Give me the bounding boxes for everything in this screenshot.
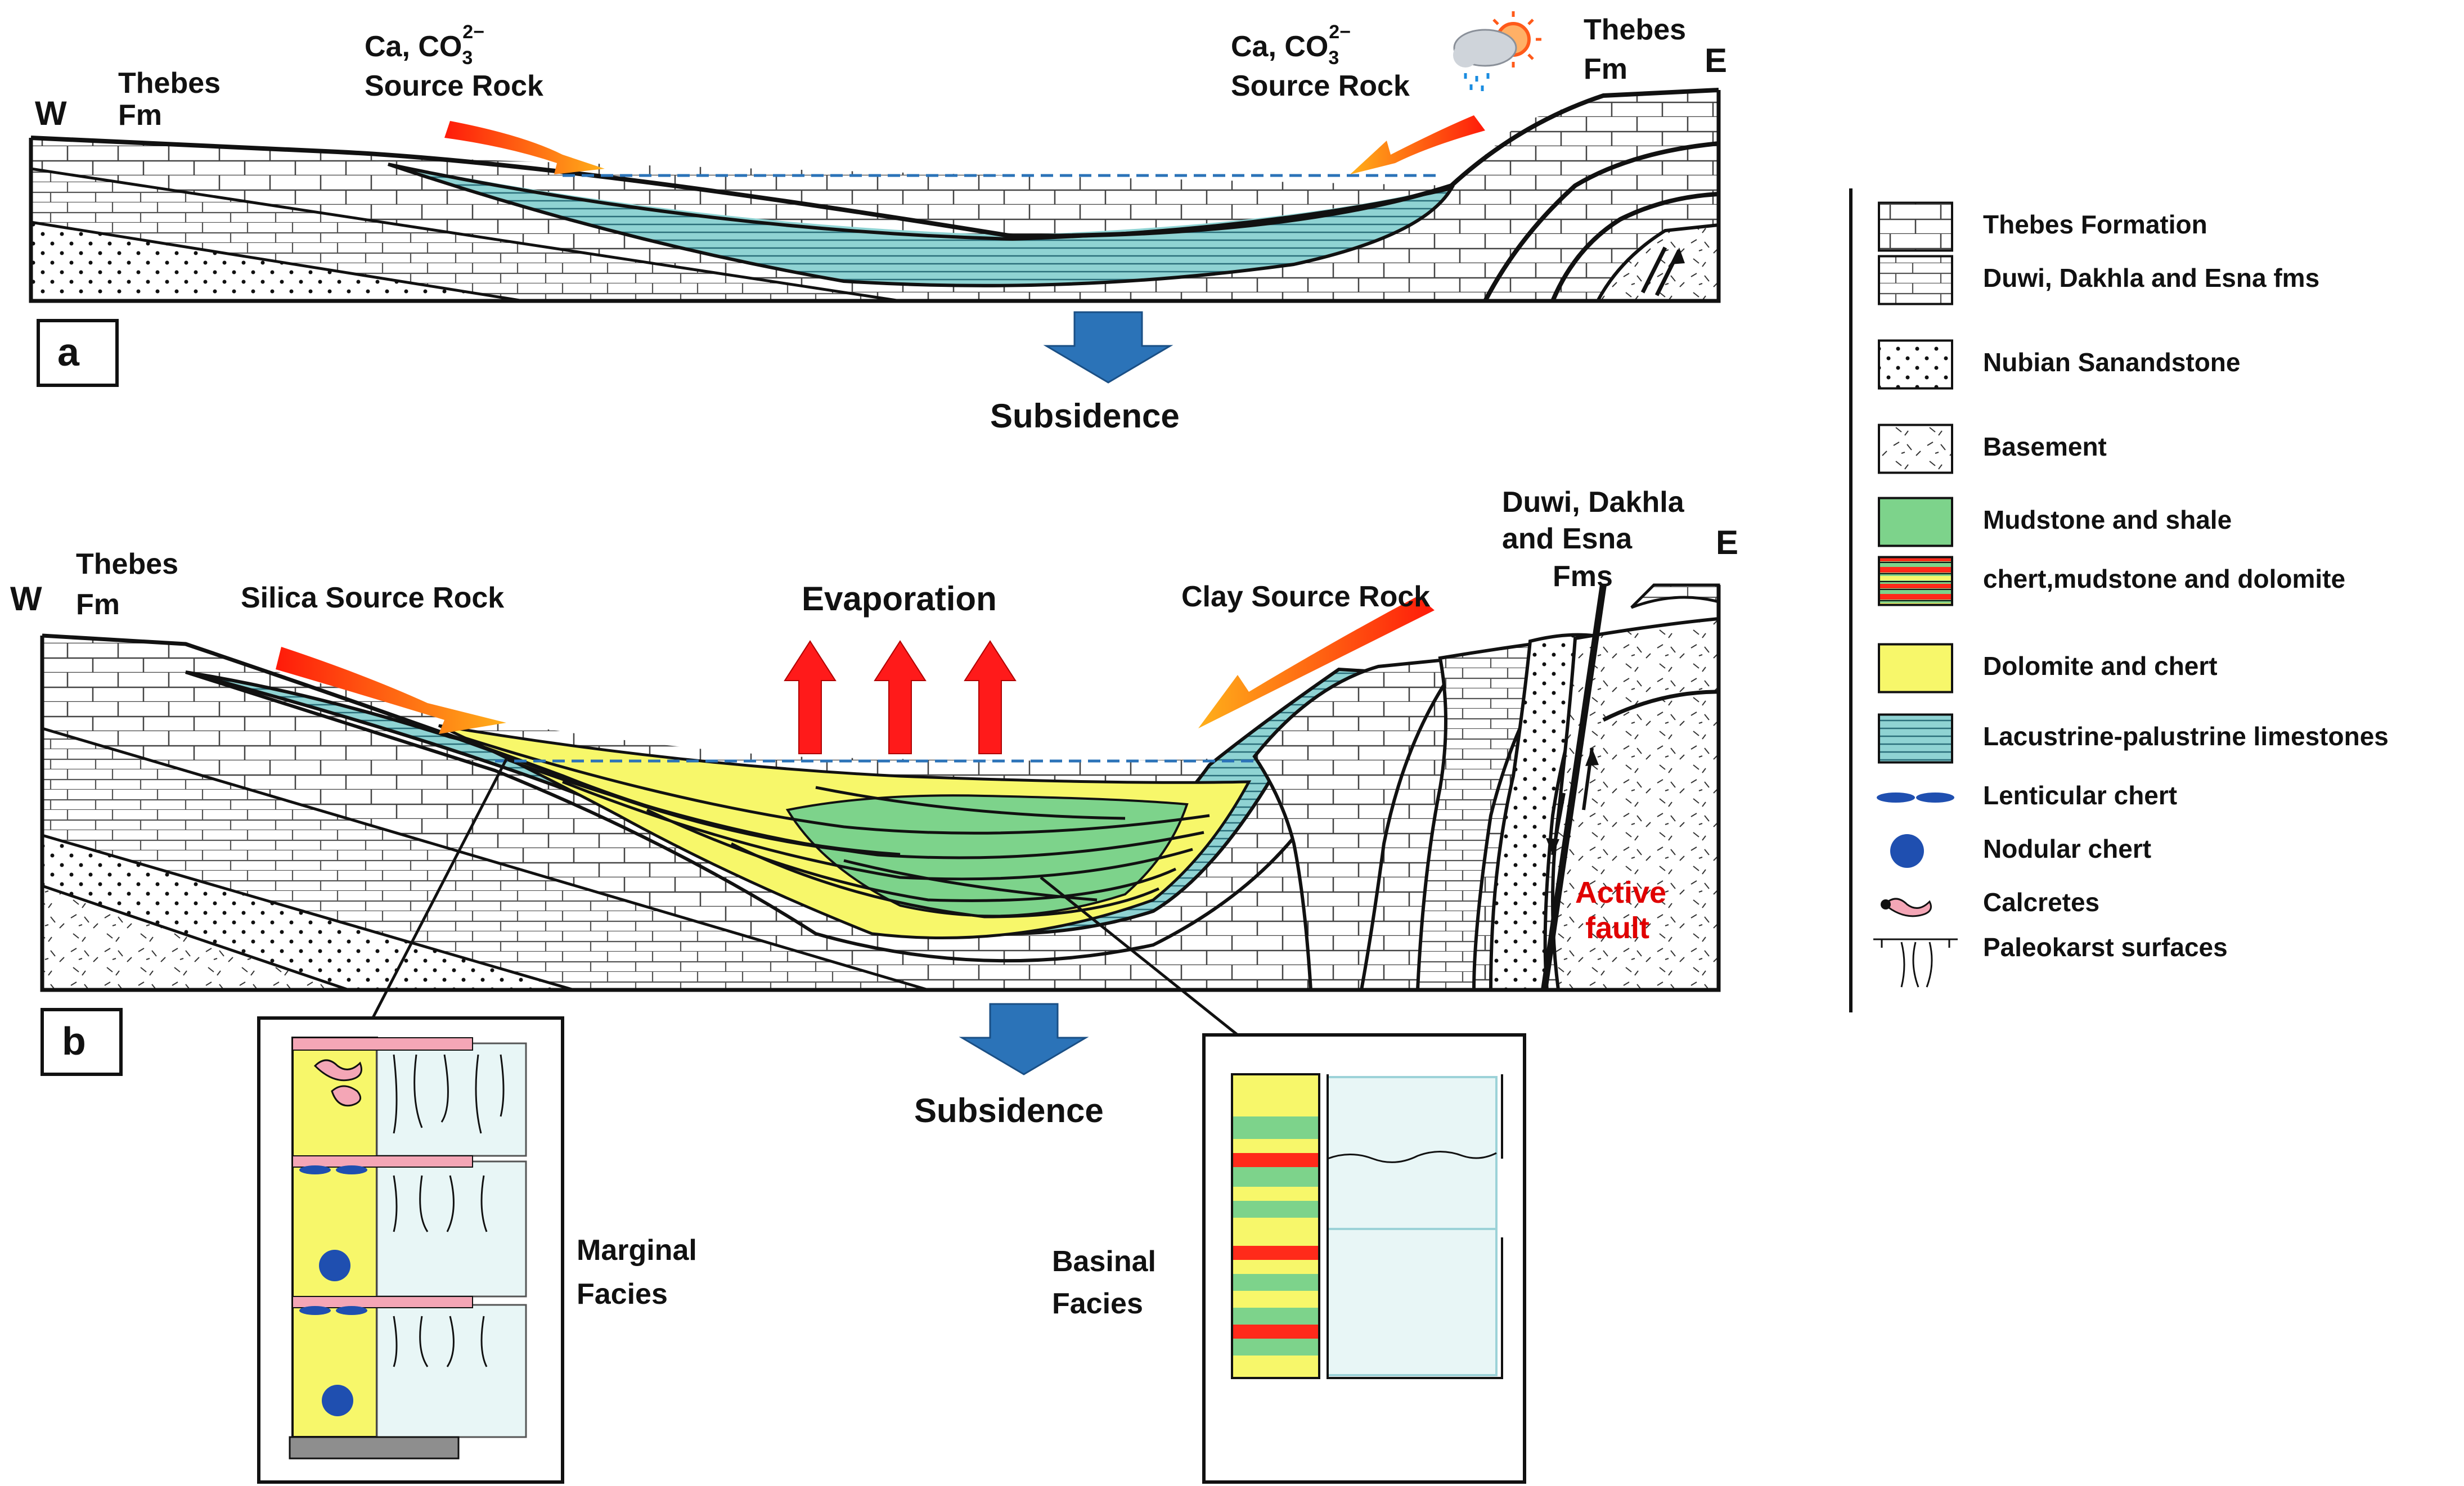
legend-label: Duwi, Dakhla and Esna fms bbox=[1983, 263, 2319, 292]
subsidence-arrow-b bbox=[959, 1003, 1089, 1075]
thebes-west-fm-b: Fm bbox=[76, 588, 120, 621]
legend-label: Lenticular chert bbox=[1983, 781, 2177, 810]
legend-item-nodular: Nodular chert bbox=[1890, 834, 2151, 868]
legend-label: Basement bbox=[1983, 432, 2107, 461]
evaporation-label: Evaporation bbox=[802, 580, 997, 618]
duwi-label-b1: Duwi, Dakhla bbox=[1502, 486, 1685, 519]
thebes-west-a: Thebes bbox=[118, 67, 221, 100]
silica-source-label: Silica Source Rock bbox=[241, 582, 504, 614]
clay-source-arrow bbox=[1198, 596, 1435, 728]
marginal-facies-label: Marginal bbox=[577, 1234, 697, 1267]
legend-item-thebes: Thebes Formation bbox=[1878, 201, 2207, 252]
panel-b: W E Thebes Fm Silica Source Rock Evapora… bbox=[10, 486, 1738, 1129]
subsidence-arrow-a bbox=[1043, 311, 1173, 384]
west-label-a: W bbox=[35, 94, 67, 132]
active-fault-label-2: fault bbox=[1585, 911, 1649, 945]
legend-label: Nodular chert bbox=[1983, 834, 2151, 863]
east-label-a: E bbox=[1705, 42, 1727, 79]
thebes-west-b: Thebes bbox=[76, 548, 178, 580]
legend-item-mudstone: Mudstone and shale bbox=[1878, 497, 2232, 547]
basinal-facies-label-2: Facies bbox=[1052, 1287, 1143, 1320]
basinal-facies-label: Basinal bbox=[1052, 1245, 1156, 1278]
subsidence-label-b: Subsidence bbox=[914, 1092, 1104, 1129]
subsidence-label-a: Subsidence bbox=[990, 397, 1180, 435]
legend-label: Nubian Sanandstone bbox=[1983, 348, 2240, 377]
thebes-east-a: Thebes bbox=[1584, 13, 1686, 46]
legend-item-lenticular: Lenticular chert bbox=[1877, 781, 2177, 810]
active-fault-line bbox=[1541, 584, 1607, 990]
panel-letter-a: a bbox=[57, 330, 80, 374]
marginal-facies-label-2: Facies bbox=[577, 1278, 668, 1311]
duwi-label-b3: Fms bbox=[1553, 560, 1613, 593]
legend-item-nubian: Nubian Sanandstone bbox=[1878, 339, 2240, 390]
source-rock-right: Source Rock bbox=[1231, 70, 1410, 102]
thebes-east-fm-a: Fm bbox=[1584, 53, 1627, 85]
legend-label: chert,mudstone and dolomite bbox=[1983, 564, 2345, 593]
active-fault-label: Active bbox=[1575, 876, 1666, 909]
basinal-facies-inset: Basinal Facies bbox=[1052, 1033, 1526, 1484]
legend-label: Lacustrine-palustrine limestones bbox=[1983, 722, 2389, 751]
legend-item-calcretes: Calcretes bbox=[1881, 888, 2099, 917]
source-rock-left: Source Rock bbox=[365, 70, 543, 102]
marginal-facies-inset: Marginal Facies bbox=[257, 1016, 697, 1484]
evaporation-arrows bbox=[784, 640, 1017, 754]
silica-source-arrow bbox=[276, 647, 506, 734]
thebes-west-fm-a: Fm bbox=[118, 99, 162, 132]
legend-label: Thebes Formation bbox=[1983, 210, 2207, 239]
legend-item-basement: Basement bbox=[1878, 424, 2107, 474]
source-rock-left-formula: Ca, CO32− bbox=[365, 21, 484, 69]
east-label-b: E bbox=[1716, 524, 1738, 561]
legend-label: Mudstone and shale bbox=[1983, 505, 2232, 534]
legend-item-chertmix: chert,mudstone and dolomite bbox=[1878, 556, 2345, 606]
source-rock-right-formula: Ca, CO32− bbox=[1231, 21, 1351, 69]
legend-item-lacustrine: Lacustrine-palustrine limestones bbox=[1878, 713, 2389, 764]
source-arrow-left bbox=[444, 121, 605, 174]
panel-letter-b: b bbox=[62, 1019, 86, 1063]
clay-source-label: Clay Source Rock bbox=[1181, 580, 1430, 613]
legend-item-paleokarst: Paleokarst surfaces bbox=[1873, 933, 2228, 988]
duwi-label-b2: and Esna bbox=[1502, 523, 1633, 555]
legend-label: Calcretes bbox=[1983, 888, 2099, 917]
panel-a: W E Thebes Fm Thebes Fm Ca, CO32− Source… bbox=[29, 11, 1727, 435]
west-label-b: W bbox=[10, 580, 42, 618]
legend-item-dolomite: Dolomite and chert bbox=[1878, 643, 2218, 694]
source-arrow-right bbox=[1350, 115, 1485, 174]
legend-item-duwi: Duwi, Dakhla and Esna fms bbox=[1878, 255, 2319, 305]
legend-label: Paleokarst surfaces bbox=[1983, 933, 2228, 962]
rain-sun-icon bbox=[1453, 11, 1541, 91]
legend-label: Dolomite and chert bbox=[1983, 651, 2218, 681]
